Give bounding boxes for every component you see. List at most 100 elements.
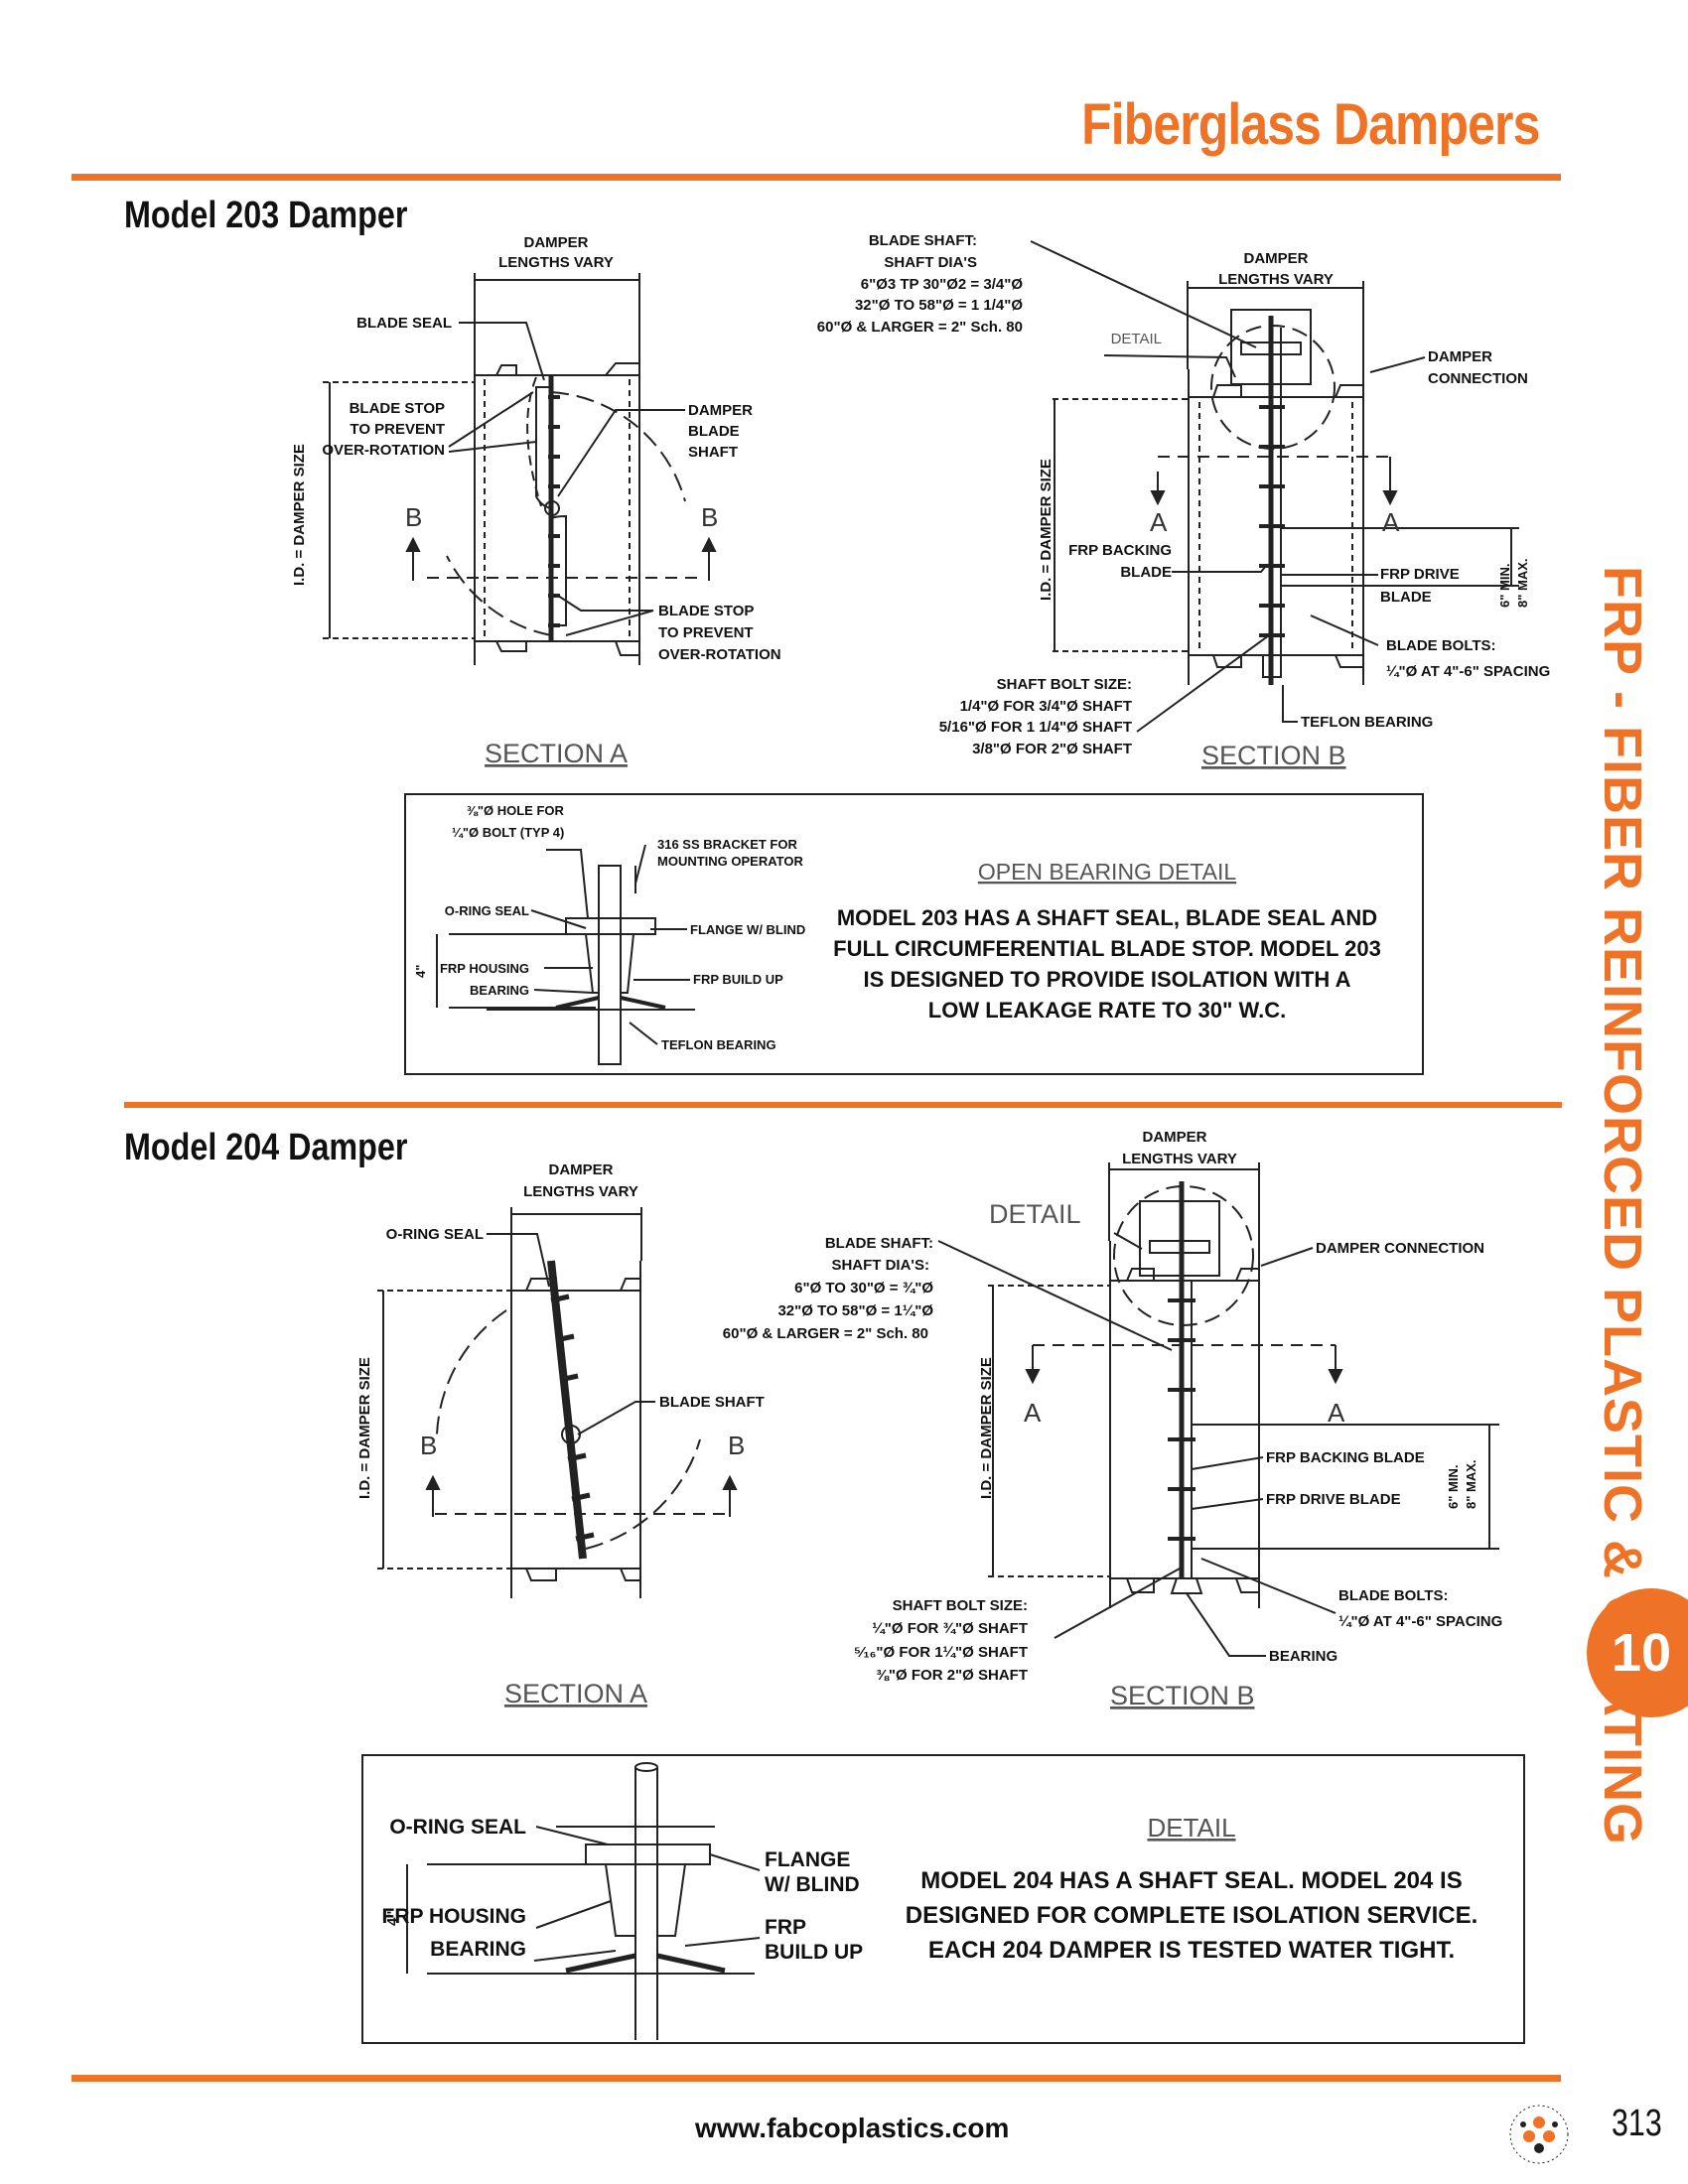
m203a-id-label: I.D. = DAMPER SIZE: [291, 444, 308, 586]
model-203-drawings: DAMPER LENGTHS VARY BLADE SEAL BLADE STO…: [291, 232, 1550, 1075]
m203b-bolt-size-4: 3/8"Ø FOR 2"Ø SHAFT: [972, 741, 1132, 757]
m204d-text-1: MODEL 204 HAS A SHAFT SEAL. MODEL 204 IS: [920, 1867, 1462, 1894]
m203b-backing-1: FRP BACKING: [1068, 542, 1172, 559]
model-203-heading: Model 203 Damper: [124, 195, 408, 236]
m204a-b-left: B: [420, 1431, 437, 1460]
m203d-teflon: TEFLON BEARING: [661, 1037, 776, 1052]
m204d-heading: DETAIL: [1147, 1813, 1235, 1843]
m204a-b-right: B: [728, 1431, 745, 1460]
m203d-bracket-2: MOUNTING OPERATOR: [657, 854, 803, 869]
m204b-shaft-2: SHAFT DIA'S:: [831, 1257, 929, 1274]
m203d-text-3: IS DESIGNED TO PROVIDE ISOLATION WITH A: [864, 967, 1351, 992]
m203b-shaft-2: SHAFT DIA'S: [884, 254, 977, 271]
m203b-connection-1: DAMPER: [1428, 348, 1492, 365]
section-tab-number: 10: [1587, 1588, 1688, 1717]
m203d-text-1: MODEL 203 HAS A SHAFT SEAL, BLADE SEAL A…: [837, 905, 1377, 930]
m204b-bolt-size-2: ¼"Ø FOR ¾"Ø SHAFT: [872, 1620, 1028, 1637]
m203b-id-label: I.D. = DAMPER SIZE: [1038, 459, 1055, 601]
m203b-connection-2: CONNECTION: [1428, 370, 1528, 387]
m204a-length-2: LENGTHS VARY: [523, 1183, 638, 1200]
m204d-frp-1: FRP: [765, 1916, 806, 1939]
m203b-bolt-size-1: SHAFT BOLT SIZE:: [997, 676, 1132, 693]
m203b-length-1: DAMPER: [1243, 250, 1308, 267]
footer-rule: [71, 2075, 1561, 2082]
m204b-bolt-size-3: ⁵⁄₁₆"Ø FOR 1¼"Ø SHAFT: [854, 1644, 1028, 1661]
website-link[interactable]: www.fabcoplastics.com: [695, 2113, 1010, 2143]
m204d-dim: 4": [384, 1911, 401, 1926]
m203a-stop2-2: TO PREVENT: [658, 624, 754, 641]
m203b-teflon: TEFLON BEARING: [1301, 714, 1433, 731]
m204b-id-label: I.D. = DAMPER SIZE: [978, 1357, 995, 1499]
m204b-bearing: BEARING: [1269, 1648, 1337, 1665]
m203b-min: 6" MIN.: [1497, 564, 1512, 608]
m203b-shaft-5: 60"Ø & LARGER = 2" Sch. 80: [817, 319, 1023, 336]
m204b-length-2: LENGTHS VARY: [1122, 1151, 1237, 1167]
page-number: 313: [1612, 2103, 1662, 2144]
m204a-id-label: I.D. = DAMPER SIZE: [356, 1357, 373, 1499]
m204-section-a-caption: SECTION A: [504, 1679, 647, 1708]
m203b-bolt-size-2: 1/4"Ø FOR 3/4"Ø SHAFT: [960, 698, 1132, 715]
m203b-bolt-size-3: 5/16"Ø FOR 1 1/4"Ø SHAFT: [939, 719, 1132, 736]
m203-section-a-caption: SECTION A: [485, 739, 628, 768]
m204b-bolts-1: BLADE BOLTS:: [1338, 1587, 1449, 1604]
m204d-text-2: DESIGNED FOR COMPLETE ISOLATION SERVICE.: [906, 1902, 1478, 1929]
m204b-shaft-1: BLADE SHAFT:: [825, 1235, 933, 1252]
m204d-text-3: EACH 204 DAMPER IS TESTED WATER TIGHT.: [928, 1937, 1455, 1964]
m203b-max: 8" MAX.: [1515, 558, 1530, 608]
model-divider: [124, 1102, 1562, 1108]
m203a-blade-seal: BLADE SEAL: [356, 315, 452, 332]
m203a-shaft-3: SHAFT: [688, 444, 738, 461]
m204b-min: 6" MIN.: [1446, 1465, 1461, 1509]
m204b-connection: DAMPER CONNECTION: [1316, 1240, 1484, 1257]
m203a-stop1-3: OVER-ROTATION: [322, 442, 445, 459]
m203a-stop1-2: TO PREVENT: [350, 421, 445, 438]
m204b-backing: FRP BACKING BLADE: [1266, 1449, 1425, 1466]
m203a-stop2-1: BLADE STOP: [658, 603, 754, 619]
m204b-detail: DETAIL: [989, 1199, 1081, 1229]
model-204-heading: Model 204 Damper: [124, 1127, 408, 1168]
m203b-length-2: LENGTHS VARY: [1218, 271, 1334, 288]
m204b-bolt-size-4: ⅜"Ø FOR 2"Ø SHAFT: [876, 1667, 1028, 1684]
m204b-a-right: A: [1328, 1398, 1345, 1428]
m204b-bolts-2: ¼"Ø AT 4"-6" SPACING: [1338, 1613, 1502, 1630]
m203d-bearing: BEARING: [470, 983, 529, 998]
m203a-length-1: DAMPER: [523, 234, 588, 251]
m204d-oring: O-RING SEAL: [389, 1816, 526, 1839]
m203b-detail: DETAIL: [1111, 331, 1162, 347]
m204b-length-1: DAMPER: [1142, 1129, 1206, 1146]
m203b-a-right: A: [1382, 507, 1400, 537]
m203d-oring: O-RING SEAL: [445, 903, 529, 918]
m203b-bolts-2: ¼"Ø AT 4"-6" SPACING: [1386, 663, 1550, 680]
m203d-hole-1: ⅜"Ø HOLE FOR: [467, 803, 565, 818]
header-rule: [71, 174, 1561, 181]
m203b-drive-1: FRP DRIVE: [1380, 566, 1460, 583]
m204a-blade-shaft: BLADE SHAFT: [659, 1394, 765, 1411]
m204d-flange-1: FLANGE: [765, 1848, 850, 1871]
m203b-a-left: A: [1150, 507, 1168, 537]
m203a-shaft-2: BLADE: [688, 423, 740, 440]
m204b-shaft-3: 6"Ø TO 30"Ø = ¾"Ø: [794, 1280, 933, 1297]
m203d-flange: FLANGE W/ BLIND: [690, 922, 805, 937]
m203b-backing-2: BLADE: [1120, 564, 1172, 581]
m203d-buildup: FRP BUILD UP: [693, 972, 783, 987]
m203a-shaft-1: DAMPER: [688, 402, 753, 419]
m203b-drive-2: BLADE: [1380, 589, 1432, 606]
fabco-logo: [1509, 2105, 1569, 2164]
m203a-b-left: B: [405, 502, 422, 532]
m203d-hole-2: ¼"Ø BOLT (TYP 4): [452, 825, 564, 840]
m204d-frp-2: BUILD UP: [765, 1941, 863, 1964]
m204b-drive: FRP DRIVE BLADE: [1266, 1491, 1401, 1508]
m204d-flange-2: W/ BLIND: [765, 1873, 860, 1896]
m204b-shaft-5: 60"Ø & LARGER = 2" Sch. 80: [723, 1325, 928, 1342]
m203a-stop2-3: OVER-ROTATION: [658, 646, 781, 663]
m204b-shaft-4: 32"Ø TO 58"Ø = 1¼"Ø: [777, 1302, 933, 1319]
m203a-stop1-1: BLADE STOP: [350, 400, 445, 417]
m203b-bolts-1: BLADE BOLTS:: [1386, 637, 1496, 654]
m203d-heading: OPEN BEARING DETAIL: [978, 859, 1237, 885]
m204-section-b-caption: SECTION B: [1110, 1681, 1255, 1710]
m203a-b-right: B: [701, 502, 718, 532]
model-204-drawings: DAMPER LENGTHS VARY O-RING SEAL BLADE SH…: [356, 1129, 1525, 2044]
m204d-bearing: BEARING: [430, 1938, 526, 1961]
m203d-bracket-1: 316 SS BRACKET FOR: [657, 837, 797, 852]
m204b-a-left: A: [1024, 1398, 1042, 1428]
